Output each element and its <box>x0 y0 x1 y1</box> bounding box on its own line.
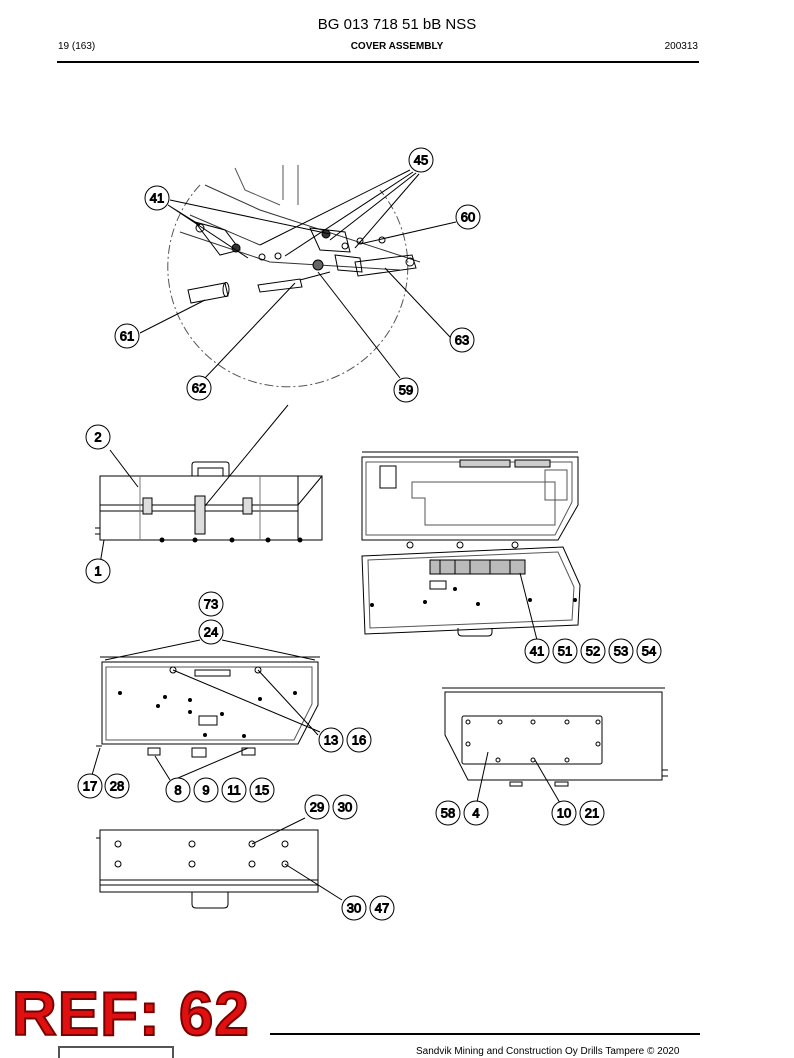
svg-text:61: 61 <box>120 329 134 344</box>
svg-text:41: 41 <box>530 644 544 659</box>
svg-text:54: 54 <box>642 644 656 659</box>
callout-15: 15 <box>249 777 275 803</box>
svg-text:13: 13 <box>324 733 338 748</box>
callout-73: 73 <box>198 591 224 617</box>
svg-text:9: 9 <box>202 783 209 798</box>
callout-47: 47 <box>369 895 395 921</box>
callout-59: 59 <box>393 377 419 403</box>
svg-text:2: 2 <box>94 430 101 445</box>
callout-21: 21 <box>579 800 605 826</box>
svg-text:62: 62 <box>192 381 206 396</box>
svg-text:45: 45 <box>414 153 428 168</box>
footer-rule <box>270 1033 700 1035</box>
view-outer-panel <box>442 687 668 804</box>
svg-text:41: 41 <box>150 191 164 206</box>
svg-text:15: 15 <box>255 783 269 798</box>
callout-58: 58 <box>435 800 461 826</box>
callout-13: 13 <box>318 727 344 753</box>
svg-text:28: 28 <box>110 779 124 794</box>
svg-text:60: 60 <box>461 210 475 225</box>
callout-4: 4 <box>463 800 489 826</box>
callout-45: 45 <box>408 147 434 173</box>
header-rule <box>57 61 699 63</box>
view-open <box>361 451 581 641</box>
callout-8: 8 <box>165 777 191 803</box>
svg-text:24: 24 <box>204 625 218 640</box>
callout-52: 52 <box>580 638 606 664</box>
svg-text:73: 73 <box>204 597 218 612</box>
callout-60: 60 <box>455 204 481 230</box>
svg-text:10: 10 <box>557 806 571 821</box>
detail-view <box>167 165 421 388</box>
svg-text:52: 52 <box>586 644 600 659</box>
callout-41-detail: 41 <box>144 185 170 211</box>
callout-53: 53 <box>608 638 634 664</box>
view-bottom-panel <box>96 817 343 909</box>
svg-text:21: 21 <box>585 806 599 821</box>
callout-28: 28 <box>104 773 130 799</box>
callout-1: 1 <box>85 558 111 584</box>
svg-text:8: 8 <box>174 783 181 798</box>
svg-text:4: 4 <box>472 806 479 821</box>
footer-copyright: Sandvik Mining and Construction Oy Drill… <box>416 1046 680 1057</box>
svg-text:51: 51 <box>558 644 572 659</box>
callout-62: 62 <box>186 375 212 401</box>
svg-text:30: 30 <box>347 901 361 916</box>
company-logo <box>58 1046 174 1058</box>
callout-54: 54 <box>636 638 662 664</box>
document-number: BG 013 718 51 bB NSS <box>317 16 477 33</box>
callout-51: 51 <box>552 638 578 664</box>
callout-17: 17 <box>77 773 103 799</box>
callout-24: 24 <box>198 619 224 645</box>
svg-text:16: 16 <box>352 733 366 748</box>
svg-text:30: 30 <box>338 800 352 815</box>
leader-lines-detail <box>139 169 457 513</box>
callout-63: 63 <box>449 327 475 353</box>
svg-text:11: 11 <box>227 783 241 798</box>
svg-text:53: 53 <box>614 644 628 659</box>
callout-61: 61 <box>114 323 140 349</box>
svg-text:1: 1 <box>94 564 101 579</box>
callout-30-top: 30 <box>332 794 358 820</box>
callout-16: 16 <box>346 727 372 753</box>
page-number: 19 (163) <box>58 41 96 52</box>
svg-text:47: 47 <box>375 901 389 916</box>
svg-text:63: 63 <box>455 333 469 348</box>
callout-11: 11 <box>221 777 247 803</box>
reference-stamp: REF: 62 <box>11 980 250 1049</box>
svg-text:17: 17 <box>83 779 97 794</box>
callout-30-bottom: 30 <box>341 895 367 921</box>
callout-41: 41 <box>524 638 550 664</box>
svg-text:58: 58 <box>441 806 455 821</box>
svg-text:29: 29 <box>310 800 324 815</box>
callout-10: 10 <box>551 800 577 826</box>
document-date: 200313 <box>664 41 698 52</box>
svg-text:59: 59 <box>399 383 413 398</box>
section-title: COVER ASSEMBLY <box>350 41 444 52</box>
view-inner-top <box>91 639 321 781</box>
callout-29: 29 <box>304 794 330 820</box>
view-side <box>95 449 323 565</box>
callout-9: 9 <box>193 777 219 803</box>
callout-2: 2 <box>85 424 111 450</box>
